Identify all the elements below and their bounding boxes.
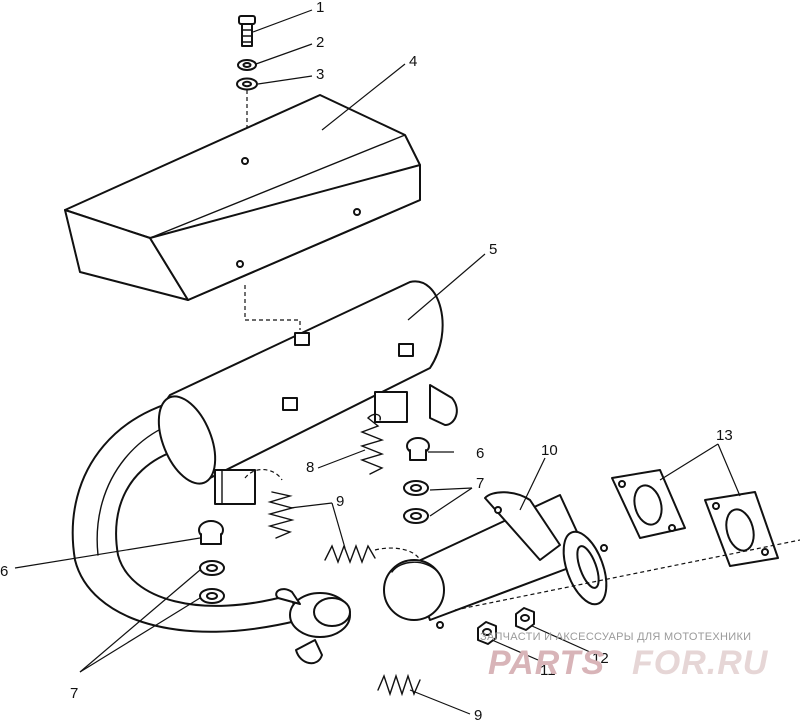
part-grommet-left bbox=[198, 520, 224, 545]
watermark: ЗАПЧАСТИ И АКСЕССУАРЫ ДЛЯ МОТОТЕХНИКИ PA… bbox=[480, 631, 769, 682]
callout-9-lower: 9 bbox=[474, 707, 482, 723]
callout-1: 1 bbox=[316, 0, 324, 16]
part-muffler bbox=[157, 280, 458, 505]
part-lock-washer bbox=[237, 59, 257, 71]
watermark-caption: ЗАПЧАСТИ И АКСЕССУАРЫ ДЛЯ МОТОТЕХНИКИ bbox=[480, 631, 751, 643]
callout-11: 11 bbox=[540, 662, 556, 679]
part-gasket-left bbox=[611, 469, 686, 539]
shield-mount-line bbox=[244, 285, 301, 330]
part-spring-small-upper bbox=[267, 491, 295, 539]
part-spring-small-middle bbox=[324, 544, 376, 564]
part-gasket-right bbox=[704, 491, 779, 567]
part-spring-long bbox=[359, 413, 385, 475]
callout-7-right: 7 bbox=[476, 475, 484, 492]
flange-axis-line bbox=[454, 539, 800, 611]
callout-10: 10 bbox=[541, 442, 558, 459]
callout-7-left: 7 bbox=[70, 685, 78, 702]
part-heat-shield bbox=[64, 94, 421, 301]
part-nut-right bbox=[515, 607, 535, 631]
spring-hook-line bbox=[244, 469, 283, 481]
callout-4: 4 bbox=[409, 53, 417, 70]
callout-6-left: 6 bbox=[0, 563, 8, 580]
part-washer-left-upper bbox=[199, 560, 225, 576]
callout-5: 5 bbox=[489, 241, 497, 258]
watermark-brand-right: FOR.RU bbox=[632, 644, 769, 682]
callout-2: 2 bbox=[316, 34, 324, 51]
callout-13: 13 bbox=[716, 427, 733, 444]
callout-3: 3 bbox=[316, 66, 324, 83]
part-j-pipe bbox=[71, 394, 351, 665]
callout-9-upper: 9 bbox=[336, 493, 344, 510]
part-nut-left bbox=[477, 621, 497, 645]
callout-6-right: 6 bbox=[476, 445, 484, 462]
part-bolt bbox=[238, 15, 256, 47]
part-flat-washer bbox=[236, 77, 258, 91]
part-washer-right-lower bbox=[403, 508, 429, 524]
spring-middle-line bbox=[374, 547, 421, 561]
part-grommet-right bbox=[406, 437, 430, 461]
leader-lines bbox=[14, 9, 741, 715]
callout-12: 12 bbox=[592, 650, 609, 667]
callout-8: 8 bbox=[306, 459, 314, 476]
watermark-brand-left: PARTS bbox=[488, 644, 605, 682]
part-washer-right-upper bbox=[403, 480, 429, 496]
part-washer-left-lower bbox=[199, 588, 225, 604]
